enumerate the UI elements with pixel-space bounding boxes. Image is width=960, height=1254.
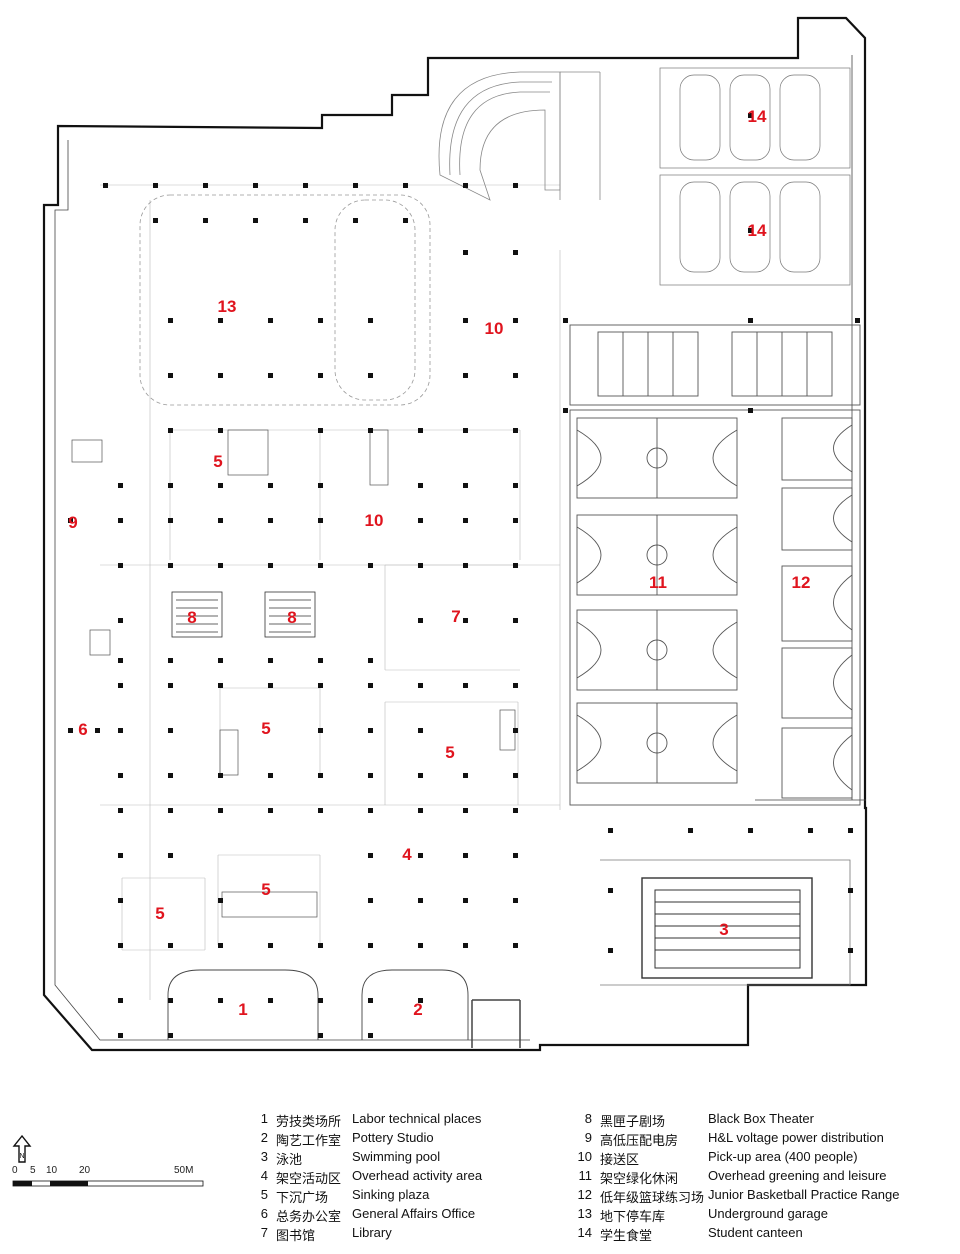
building-outline: [42, 16, 868, 1052]
legend-number: 3: [260, 1149, 268, 1164]
scale-bar: 0 5 10 20 50M: [12, 1165, 212, 1195]
room-label-7: 7: [451, 607, 460, 626]
legend-label-zh: 下沉广场: [276, 1190, 329, 1205]
legend-label-zh: 陶艺工作室: [276, 1133, 342, 1148]
grid-lines: [100, 184, 561, 1000]
legend-label-zh: 地下停车库: [600, 1209, 666, 1224]
sports-courts: [569, 324, 861, 806]
legend-label-en: Underground garage: [708, 1206, 828, 1221]
legend-number: 12: [577, 1187, 592, 1202]
legend: 1 劳技类场所 Labor technical places 2 陶艺工作室 Potter…: [0, 1100, 960, 1250]
room-label-5: 5: [261, 880, 270, 899]
scale-tick-label: 5: [30, 1165, 36, 1176]
legend-label-en: Student canteen: [708, 1225, 803, 1240]
front-rooms: [167, 969, 521, 1048]
room-label-5: 5: [261, 719, 270, 738]
legend-number: 6: [260, 1206, 268, 1221]
room-label-11: 11: [649, 573, 667, 592]
legend-label-en: Overhead greening and leisure: [708, 1168, 887, 1183]
scale-tick-label: 10: [46, 1165, 58, 1176]
scale-bar-graphic: [12, 1180, 204, 1187]
room-label-8: 8: [287, 608, 296, 627]
legend-number: 10: [577, 1149, 592, 1164]
legend-label-zh: 图书馆: [276, 1228, 316, 1243]
scale-tick-label: 50M: [174, 1165, 194, 1176]
legend-label-en: Black Box Theater: [708, 1111, 814, 1126]
room-label-2: 2: [413, 1000, 422, 1019]
columns: [68, 113, 860, 1038]
room-label-1: 1: [238, 1000, 247, 1019]
legend-label-en: Overhead activity area: [352, 1168, 483, 1183]
room-label-6: 6: [78, 720, 87, 739]
room-label-5: 5: [445, 743, 454, 762]
room-label-14: 14: [748, 107, 767, 126]
theater-seats: [171, 591, 316, 638]
room-labels: 1 2 3 4 5 5 5 5 5 6 7 8 8 9 10 10 11 12 …: [68, 107, 810, 1019]
scale-tick-label: 20: [79, 1165, 91, 1176]
legend-label-en: Swimming pool: [352, 1149, 441, 1164]
scale-tick-label: 0: [12, 1165, 18, 1176]
legend-number: 7: [260, 1225, 268, 1240]
legend-number: 8: [584, 1111, 592, 1126]
room-label-5: 5: [213, 452, 222, 471]
legend-number: 11: [578, 1168, 593, 1183]
legend-number: 1: [260, 1111, 268, 1126]
legend-label-zh: 劳技类场所: [276, 1114, 342, 1129]
legend-number: 5: [260, 1187, 268, 1202]
north-arrow-icon: N: [12, 1134, 32, 1163]
legend-label-en: Sinking plaza: [352, 1187, 430, 1202]
garage-loop: [139, 194, 431, 406]
room-label-8: 8: [187, 608, 196, 627]
ramp: [438, 71, 601, 201]
room-label-5: 5: [155, 904, 164, 923]
room-label-14: 14: [748, 221, 767, 240]
room-label-4: 4: [402, 845, 412, 864]
room-label-12: 12: [792, 573, 811, 592]
room-label-3: 3: [719, 920, 728, 939]
canteen: [659, 67, 851, 286]
legend-label-en: General Affairs Office: [352, 1206, 476, 1221]
legend-label-zh: 高低压配电房: [600, 1133, 679, 1148]
legend-number: 9: [584, 1130, 592, 1145]
legend-number: 14: [577, 1225, 592, 1240]
legend-number: 4: [260, 1168, 268, 1183]
legend-label-en: Junior Basketball Practice Range: [708, 1187, 900, 1202]
legend-label-en: Labor technical places: [352, 1111, 482, 1126]
room-label-13: 13: [218, 297, 237, 316]
legend-label-zh: 总务办公室: [276, 1209, 342, 1224]
swimming-pool: [600, 859, 851, 986]
legend-label-zh: 接送区: [600, 1152, 640, 1167]
legend-label-en: Pick-up area (400 people): [708, 1149, 858, 1164]
room-label-10: 10: [365, 511, 384, 530]
legend-label-zh: 黑匣子剧场: [600, 1114, 666, 1129]
stairs: [71, 429, 516, 918]
legend-label-zh: 架空绿化休闲: [600, 1171, 679, 1186]
legend-label-en: Library: [352, 1225, 392, 1240]
inner-outline: [54, 55, 866, 1041]
floor-plan: 1 2 3 4 5 5 5 5 5 6 7 8 8 9 10 10 11 12 …: [42, 16, 868, 1052]
legend-number: 2: [260, 1130, 268, 1145]
legend-label-zh: 学生食堂: [600, 1228, 653, 1243]
legend-number: 13: [577, 1206, 592, 1221]
legend-label-zh: 泳池: [276, 1152, 303, 1167]
legend-label-en: H&L voltage power distribution: [708, 1130, 884, 1145]
legend-label-zh: 架空活动区: [276, 1171, 342, 1186]
north-label: N: [19, 1153, 24, 1160]
room-label-9: 9: [68, 513, 77, 532]
room-label-10: 10: [485, 319, 504, 338]
legend-label-zh: 低年级篮球练习场: [600, 1190, 705, 1205]
legend-label-en: Pottery Studio: [352, 1130, 434, 1145]
